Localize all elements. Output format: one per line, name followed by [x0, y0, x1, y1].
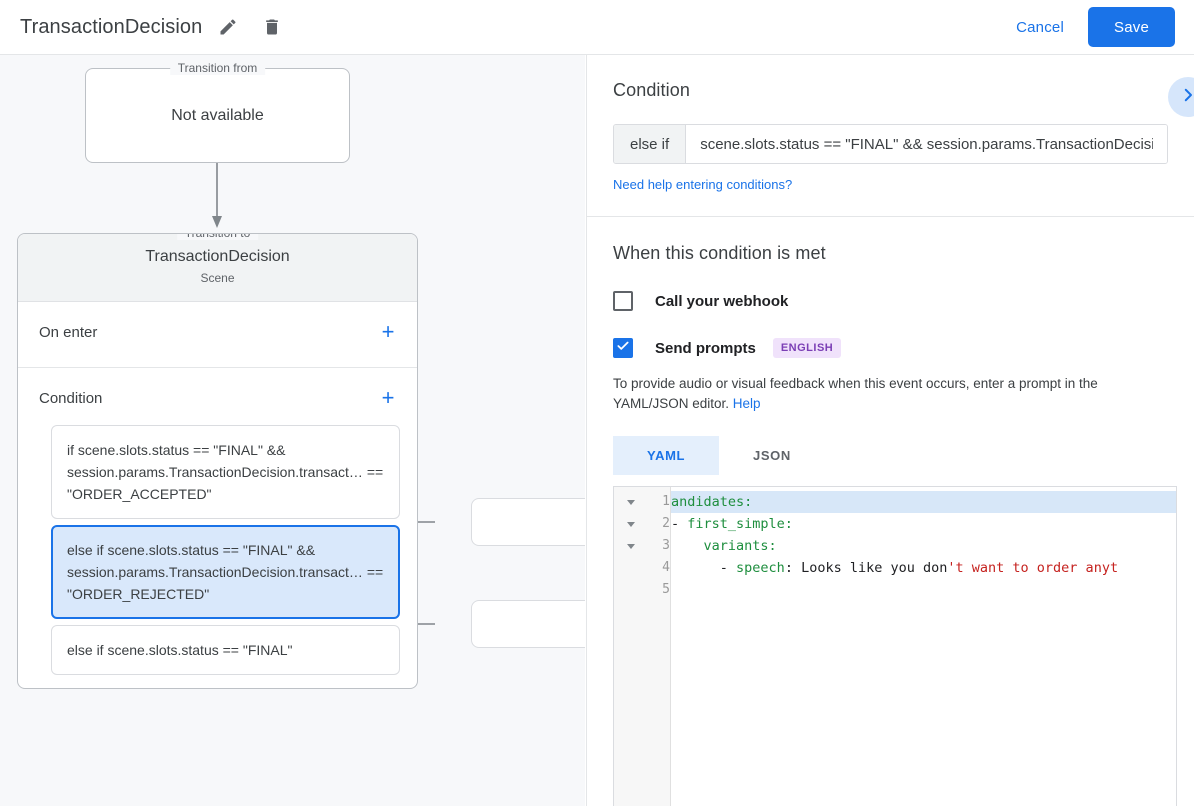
transition-target-stub[interactable]	[471, 498, 585, 546]
chevron-right-icon	[1179, 86, 1194, 109]
section-on-enter: On enter +	[18, 302, 417, 368]
fold-spacer	[614, 557, 647, 579]
section-title-on-enter: On enter	[39, 323, 98, 341]
code-line-number: 4	[662, 560, 670, 575]
section-title-condition: Condition	[39, 389, 103, 407]
condition-expression-input[interactable]	[686, 125, 1167, 163]
fold-toggle-icon[interactable]	[614, 513, 647, 535]
tab-json[interactable]: JSON	[719, 436, 825, 475]
call-webhook-checkbox[interactable]	[613, 291, 633, 311]
code-line-number: 1	[662, 494, 670, 509]
condition-item-selected[interactable]: else if scene.slots.status == "FINAL" &&…	[51, 525, 400, 619]
cancel-button[interactable]: Cancel	[1002, 11, 1078, 44]
add-on-enter-button[interactable]: +	[375, 319, 401, 345]
code-content-area[interactable]: andidates: - first_simple: variants: - sp…	[671, 487, 1177, 806]
section-condition: Condition + if scene.slots.status == "FI…	[18, 368, 417, 688]
call-webhook-label: Call your webhook	[655, 292, 789, 310]
code-token: -	[671, 516, 688, 532]
section-header-condition: Condition +	[18, 368, 417, 419]
condition-block: Condition else if Need help entering con…	[587, 55, 1194, 217]
code-line[interactable]: andidates:	[671, 491, 1177, 513]
page-title: TransactionDecision	[20, 15, 203, 38]
fold-toggle-icon[interactable]	[614, 491, 647, 513]
webhook-row: Call your webhook	[613, 291, 1168, 311]
fold-toggle-icon[interactable]	[614, 535, 647, 557]
scene-type: Scene	[200, 271, 235, 285]
prompts-helper-sentence: To provide audio or visual feedback when…	[613, 376, 1098, 411]
condition-operator-prefix: else if	[614, 125, 687, 163]
editor-right-edge	[1176, 487, 1177, 806]
code-token: variants:	[703, 538, 777, 554]
transition-target-stub[interactable]	[471, 600, 585, 648]
delete-button[interactable]	[254, 9, 290, 45]
condition-input-row: else if	[613, 124, 1168, 164]
editor-format-tabs: YAML JSON	[613, 436, 1168, 475]
code-token: 't want to order anyt	[947, 560, 1119, 576]
code-line-number-gutter: 1 2 3 4 5	[647, 487, 671, 806]
code-line[interactable]: - first_simple:	[671, 513, 1177, 535]
code-token: speech	[736, 560, 785, 576]
code-token: first_simple:	[687, 516, 793, 532]
code-token	[671, 538, 704, 554]
transition-to-legend: Transition to	[176, 234, 259, 240]
fold-spacer	[614, 579, 647, 601]
expand-panel-button[interactable]	[1168, 77, 1194, 117]
code-token: -	[671, 560, 737, 576]
code-fold-gutter[interactable]	[614, 487, 647, 806]
code-token: andidates:	[671, 494, 753, 510]
yaml-editor[interactable]: 1 2 3 4 5 andidates: - first_simple: variants…	[613, 486, 1177, 806]
language-badge: ENGLISH	[772, 338, 842, 358]
tab-yaml[interactable]: YAML	[613, 436, 720, 475]
code-token: Looks like you don	[801, 560, 948, 576]
send-prompts-checkbox[interactable]	[613, 338, 633, 358]
trash-icon	[262, 17, 282, 37]
code-line[interactable]: variants:	[671, 535, 1177, 557]
code-line-number: 2	[662, 516, 670, 531]
graph-column: Transition from Not available Transition…	[0, 55, 435, 806]
add-condition-button[interactable]: +	[375, 385, 401, 411]
code-line-number: 3	[662, 538, 670, 553]
save-button[interactable]: Save	[1088, 7, 1175, 47]
transition-from-legend: Transition from	[169, 61, 266, 75]
when-condition-met-heading: When this condition is met	[613, 243, 826, 263]
code-token: :	[784, 560, 802, 576]
condition-item[interactable]: else if scene.slots.status == "FINAL"	[51, 625, 400, 675]
transition-from-card[interactable]: Transition from Not available	[85, 61, 350, 163]
condition-help-link[interactable]: Need help entering conditions?	[613, 177, 793, 192]
when-condition-met-block: When this condition is met Call your web…	[587, 217, 1194, 806]
code-line[interactable]: - speech: Looks like you don't want to o…	[671, 557, 1177, 579]
condition-item[interactable]: if scene.slots.status == "FINAL" && sess…	[51, 425, 400, 519]
top-app-bar: TransactionDecision Cancel Save	[0, 0, 1194, 55]
transition-to-card: Transition to TransactionDecision Scene …	[17, 233, 418, 689]
transition-from-value: Not available	[171, 106, 264, 124]
prompts-helper-text: To provide audio or visual feedback when…	[613, 374, 1168, 414]
scene-header: TransactionDecision Scene	[18, 234, 417, 302]
send-prompts-label: Send prompts	[655, 339, 756, 357]
check-icon	[616, 339, 630, 358]
code-line[interactable]	[671, 579, 1177, 601]
prompts-help-link[interactable]: Help	[732, 396, 761, 411]
graph-panel: Transition from Not available Transition…	[0, 55, 585, 806]
section-header-on-enter: On enter +	[18, 302, 417, 353]
scene-name: TransactionDecision	[145, 248, 290, 265]
pencil-icon	[218, 17, 238, 37]
send-prompts-row: Send prompts ENGLISH	[613, 338, 1168, 358]
edit-name-button[interactable]	[210, 9, 246, 45]
detail-panel: Condition else if Need help entering con…	[586, 55, 1194, 806]
condition-heading: Condition	[613, 80, 690, 100]
code-line-number: 5	[662, 582, 670, 597]
